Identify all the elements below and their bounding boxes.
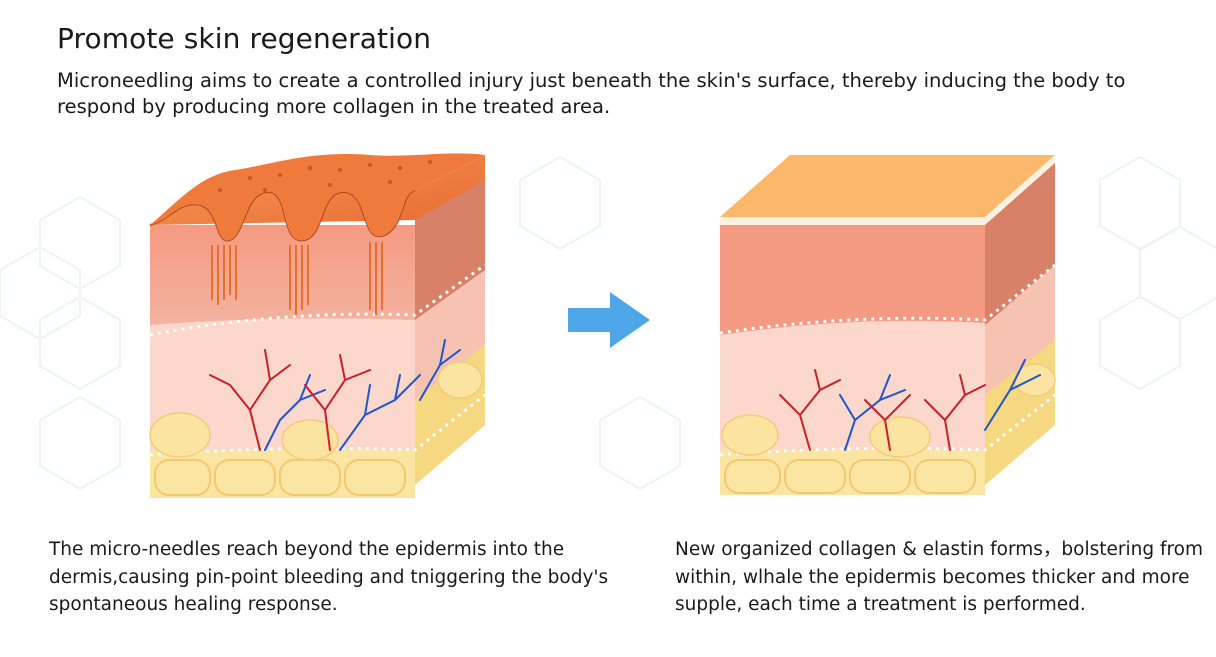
right-arrow-icon bbox=[568, 292, 650, 348]
page-title: Promote skin regeneration bbox=[57, 22, 432, 55]
blood-vessels-after bbox=[779, 359, 1041, 451]
skin-block-after bbox=[719, 155, 1056, 495]
needle-channels bbox=[211, 242, 383, 315]
wounded-epidermis bbox=[150, 155, 485, 241]
fat-layer bbox=[150, 450, 415, 498]
dermis-layer-after bbox=[720, 225, 985, 335]
skin-block-before bbox=[149, 153, 486, 498]
caption-after: New organized collagen & elastin forms，b… bbox=[675, 539, 1204, 615]
blood-vessels bbox=[209, 339, 461, 451]
caption-before: The micro-needles reach beyond the epide… bbox=[49, 539, 609, 615]
intro-paragraph: Microneedling aims to create a controlle… bbox=[57, 69, 1126, 118]
thickened-epidermis bbox=[720, 155, 1055, 217]
